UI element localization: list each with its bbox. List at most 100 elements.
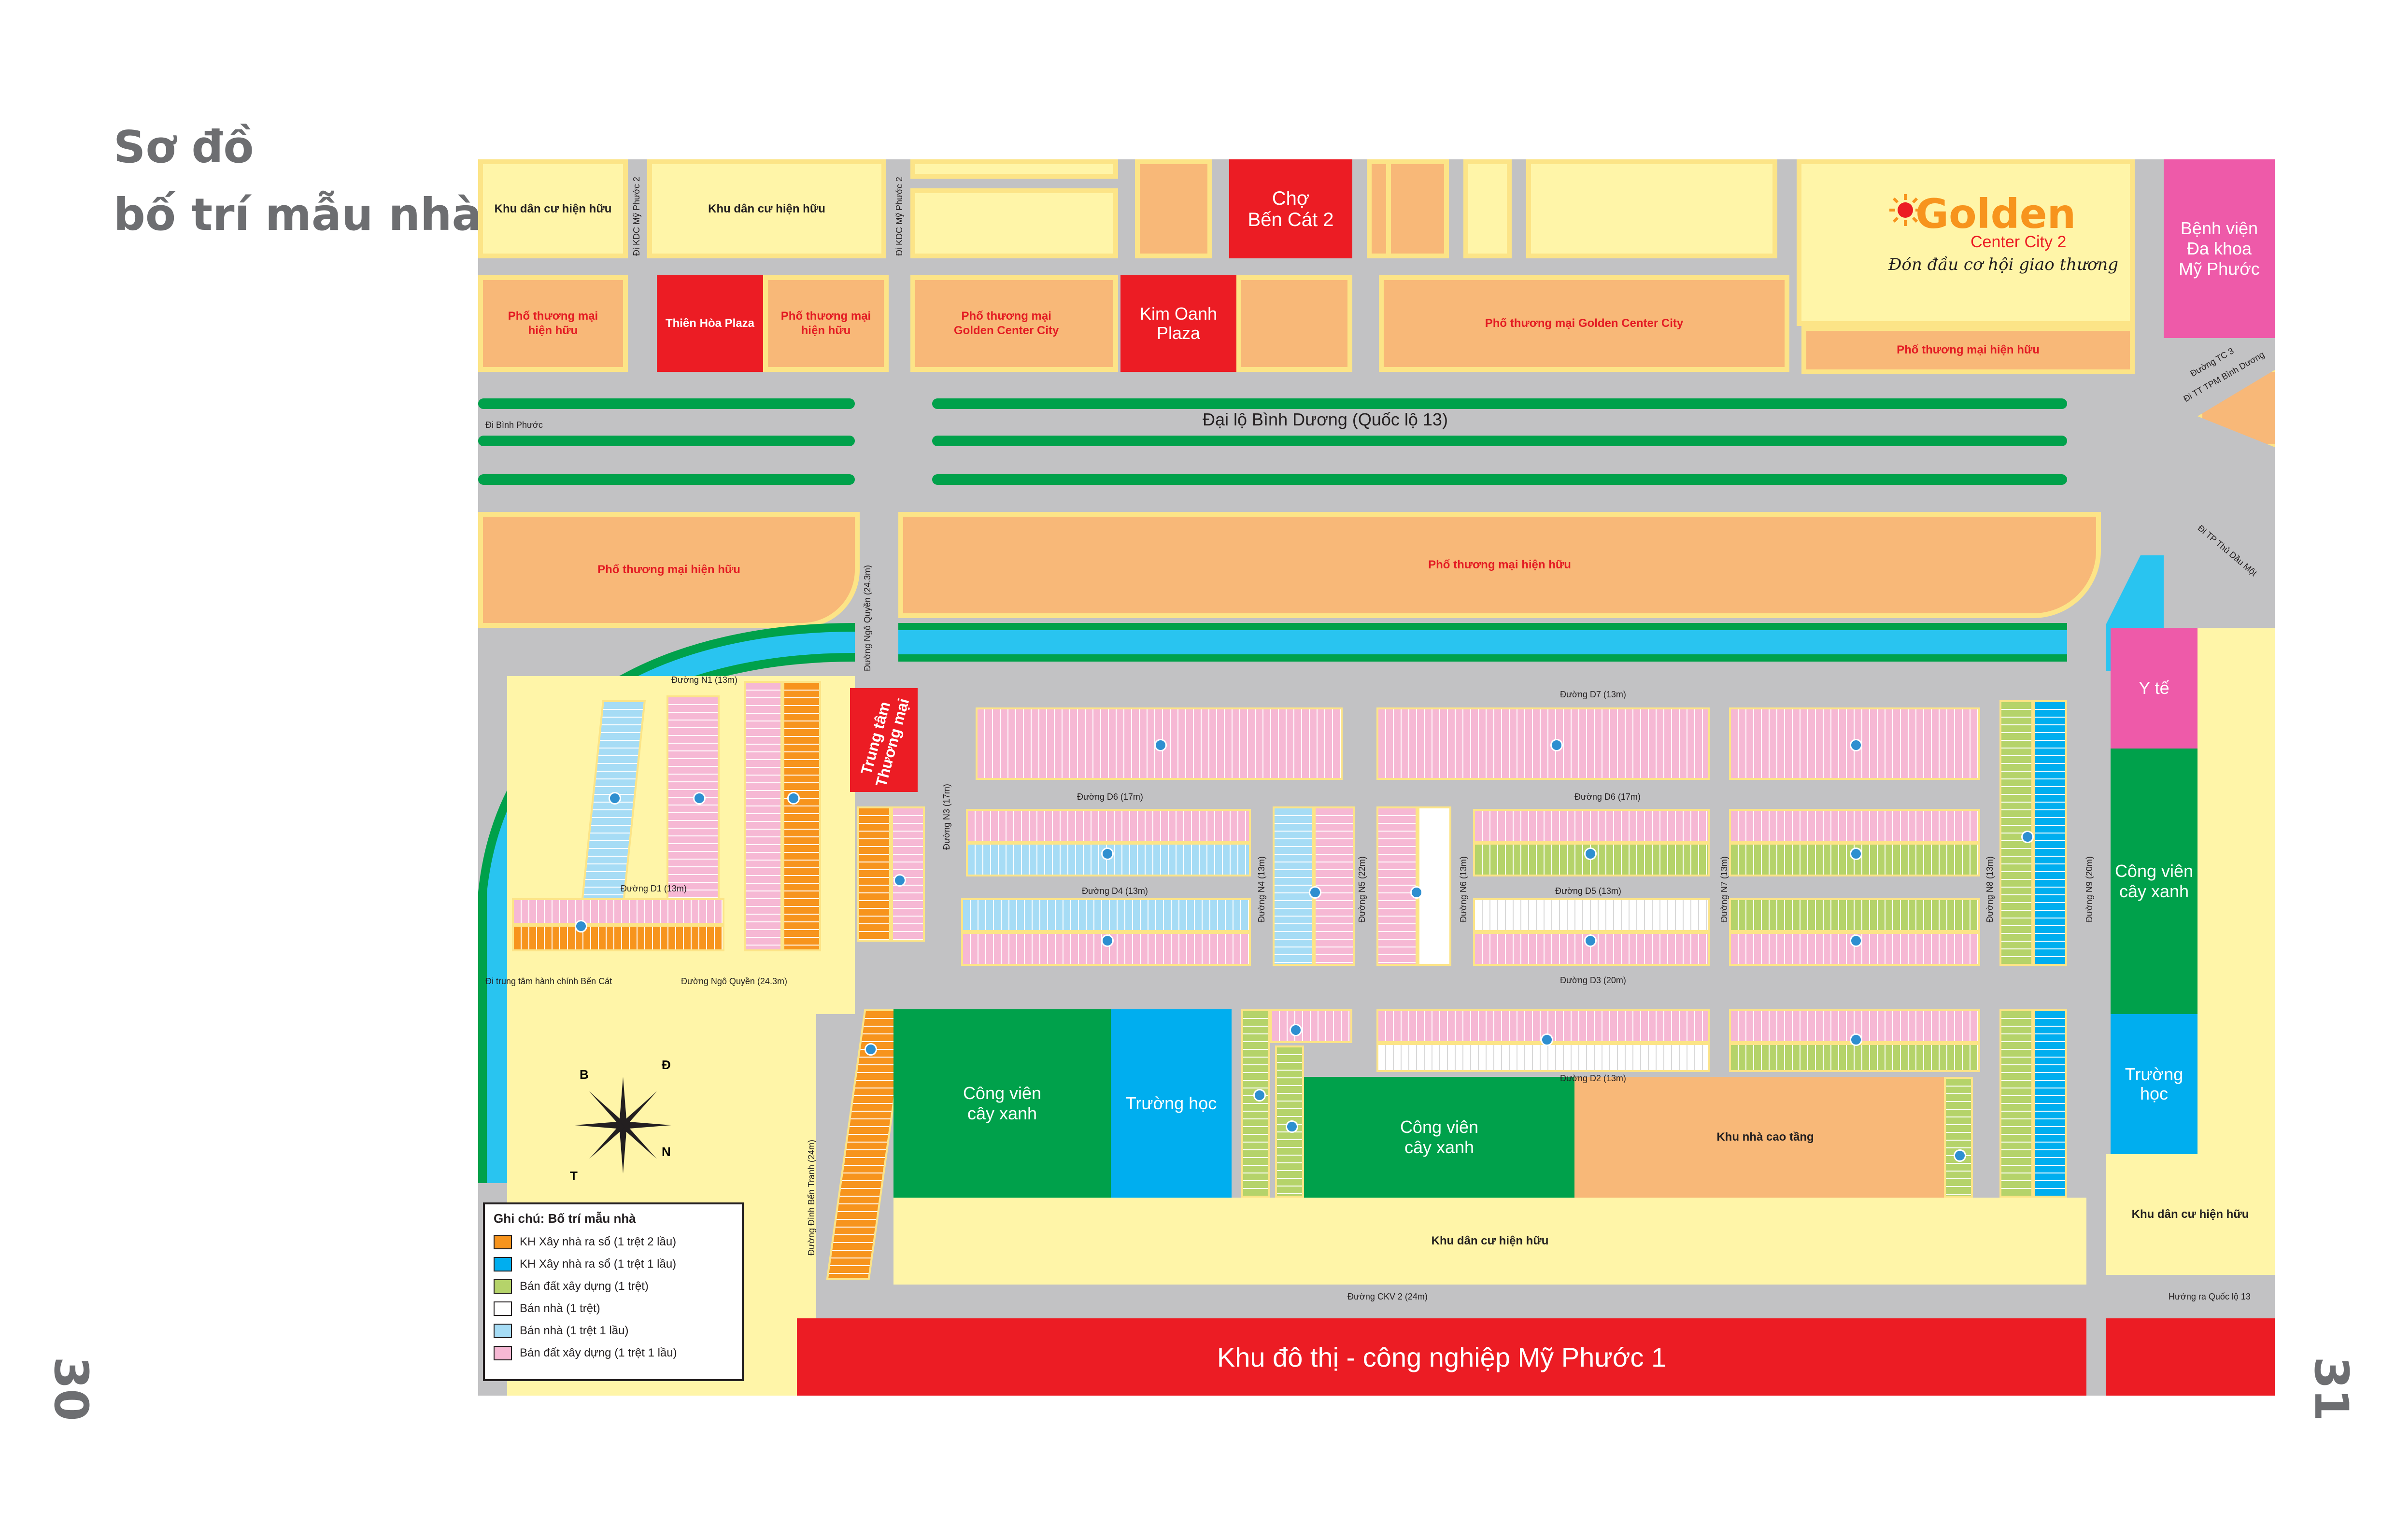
compass-label-e: Đ <box>662 1058 671 1072</box>
commercial-center: Trung tâm Thương mại <box>850 688 918 792</box>
road-n9: Đường N9 (20m) <box>2084 856 2094 922</box>
block-A19-top <box>1729 809 1980 843</box>
road-di-tt-ben-cat: Đi trung tâm hành chính Bến Cát <box>485 976 612 986</box>
legend: Ghi chú: Bố trí mẫu nhà KH Xây nhà ra sổ… <box>483 1202 744 1381</box>
block-marker-A24 <box>2021 831 2034 843</box>
park-center-left: Công viên cây xanh <box>893 1009 1111 1198</box>
park-center-right: Công viên cây xanh <box>1304 1077 1574 1198</box>
block-marker-A6 <box>893 874 906 887</box>
block-A3-row <box>666 695 720 908</box>
logo-sub: Center City 2 <box>1971 233 2067 251</box>
block-A11-top <box>1270 1009 1352 1043</box>
block-A4-right <box>782 681 821 951</box>
existing-residential-2: Khu dân cư hiện hữu <box>647 159 886 258</box>
block-A16-right <box>1418 806 1451 966</box>
compass-label-s: N <box>662 1144 671 1159</box>
block-A6-right <box>891 806 925 942</box>
legend-items: KH Xây nhà ra sổ (1 trệt 2 lầu)KH Xây nh… <box>494 1231 733 1364</box>
road-d6-2: Đường D6 (17m) <box>1574 792 1641 802</box>
existing-residential-bottom: Khu dân cư hiện hữu <box>893 1198 2086 1285</box>
median-2 <box>932 398 2067 409</box>
block-marker-A1 <box>575 920 587 932</box>
block-A23-bottom <box>1376 1043 1710 1072</box>
road-d6-1: Đường D6 (17m) <box>1077 792 1143 802</box>
page-number-right: 31 <box>2304 1356 2358 1421</box>
legend-item: Bán nhà (1 trệt 1 lầu) <box>494 1320 733 1342</box>
legend-swatch <box>494 1257 512 1272</box>
block-marker-A23 <box>1541 1033 1553 1046</box>
commercial-gcc-1: Phố thương mại Golden Center City <box>910 275 1118 372</box>
thien-hoa-plaza: Thiên Hòa Plaza <box>657 275 763 372</box>
block-A24-right <box>2033 700 2067 966</box>
canal <box>898 630 2067 654</box>
legend-item: Bán nhà (1 trệt) <box>494 1298 733 1320</box>
road-d2: Đường D2 (13m) <box>1560 1074 1626 1083</box>
block-marker-A4 <box>787 792 800 805</box>
page-title: Sơ đồ bố trí mẫu nhà <box>113 113 482 249</box>
block-A20-top <box>1729 898 1980 932</box>
kim-oanh-plaza: Kim Oanh Plaza <box>1120 275 1236 372</box>
legend-item: Bán đất xây dựng (1 trệt) <box>494 1275 733 1298</box>
industrial-urban-area: Khu đô thị - công nghiệp Mỹ Phước 1 <box>797 1318 2086 1396</box>
industrial-urban-area-right <box>2106 1318 2275 1396</box>
lot-top-g <box>1526 159 1777 258</box>
block-A22 <box>1944 1077 1973 1198</box>
tagline: Đón đầu cơ hội giao thương <box>1888 255 2119 274</box>
road-di-kdc-2: Đi KDC Mỹ Phước 2 <box>894 177 904 256</box>
block-marker-A13 <box>1309 886 1321 899</box>
block-A25-right <box>2033 1009 2067 1198</box>
road-n7: Đường N7 (13m) <box>1719 856 1729 922</box>
high-rise-area: Khu nhà cao tầng <box>1574 1077 1956 1198</box>
block-marker-A5 <box>865 1043 877 1056</box>
block-A9-top <box>966 809 1251 843</box>
commercial-gcc-2: Phố thương mại Golden Center City <box>1379 275 1789 372</box>
median-6 <box>932 474 2067 485</box>
block-marker-A10 <box>1154 739 1167 751</box>
legend-swatch <box>494 1324 512 1338</box>
school-center: Trường học <box>1111 1009 1232 1198</box>
block-A1-top <box>512 898 724 925</box>
commercial-gcc-1b <box>1236 275 1352 372</box>
legend-label: Bán đất xây dựng (1 trệt 1 lầu) <box>520 1346 677 1359</box>
block-A14-top <box>1473 809 1710 843</box>
existing-residential-1: Khu dân cư hiện hữu <box>478 159 628 258</box>
road-dinh-ben-tranh: Đường Đình Bến Tranh (24m) <box>807 1140 816 1256</box>
median-1 <box>478 398 855 409</box>
commercial-existing-3: Phố thương mại hiện hữu <box>1801 326 2135 374</box>
block-marker-A16 <box>1410 886 1423 899</box>
road-n5: Đường N5 (22m) <box>1357 856 1367 922</box>
lot-top-c <box>1135 159 1212 258</box>
legend-swatch <box>494 1346 512 1360</box>
block-marker-A9 <box>1101 848 1114 860</box>
road-di-tdm: Đi TP Thủ Dầu Một <box>2196 523 2259 578</box>
road-ngo-quyen-v: Đường Ngô Quyền (24.3m) <box>863 565 872 671</box>
lot-top-e <box>1386 159 1449 258</box>
commercial-existing-4: Phố thương mại hiện hữu <box>478 512 860 628</box>
block-marker-A15 <box>1584 934 1597 947</box>
road-d3: Đường D3 (20m) <box>1560 975 1626 985</box>
legend-item: KH Xây nhà ra sổ (1 trệt 1 lầu) <box>494 1253 733 1275</box>
park-right: Công viên cây xanh <box>2111 749 2198 1014</box>
road-n3: Đường N3 (17m) <box>942 784 951 850</box>
median-3 <box>478 436 855 446</box>
title-line-1: Sơ đồ <box>113 121 254 173</box>
block-A6-left <box>857 806 891 942</box>
road-di-binh-phuoc: Đi Bình Phước <box>485 420 543 430</box>
block-marker-A11 <box>1290 1024 1302 1036</box>
site-map: Khu dân cư hiện hữu Khu dân cư hiện hữu … <box>478 159 2275 1396</box>
block-marker-A17 <box>1550 739 1563 751</box>
legend-item: Bán đất xây dựng (1 trệt 1 lầu) <box>494 1342 733 1364</box>
lot-top-a <box>910 159 1118 179</box>
school-right: Trường học <box>2111 1014 2198 1154</box>
compass-rose: B Đ N T <box>565 1058 681 1183</box>
legend-swatch <box>494 1279 512 1294</box>
commercial-existing-2: Phố thương mại hiện hữu <box>763 275 889 372</box>
road-n4: Đường N4 (13m) <box>1257 856 1266 922</box>
commercial-existing-5: Phố thương mại hiện hữu <box>898 512 2101 618</box>
page-number-left: 30 <box>43 1356 98 1421</box>
block-marker-A22 <box>1954 1149 1966 1162</box>
compass-label-n: B <box>580 1067 589 1082</box>
block-A13-left <box>1273 806 1314 966</box>
road-di-kdc-1: Đi KDC Mỹ Phước 2 <box>632 177 641 256</box>
medical-area: Y tế <box>2111 628 2198 749</box>
